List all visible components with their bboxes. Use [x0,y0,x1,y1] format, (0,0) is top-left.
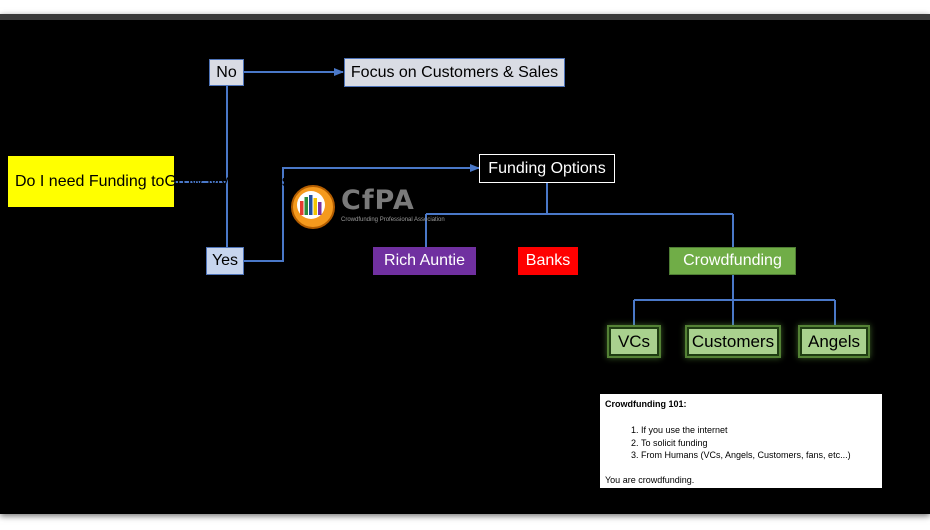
node-customers: Customers [687,327,779,356]
node-banks: Banks [518,247,578,275]
node-funding-question: Do I need Funding to Grow My Business? [8,156,307,207]
node-funding-options: Funding Options [479,154,615,183]
info-list: If you use the internet To solicit fundi… [605,424,877,462]
logo-bar [318,202,322,215]
slide-canvas: No Focus on Customers & Sales Do I need … [0,14,930,514]
info-item: To solicit funding [641,437,877,450]
cfpa-logo-text: CfPA [341,185,415,216]
crowdfunding-101-note: Crowdfunding 101: If you use the interne… [600,394,882,488]
flowchart-connectors [173,68,836,326]
logo-bar [304,197,308,215]
node-vcs: VCs [609,327,659,356]
cfpa-logo-bars-icon [300,195,322,215]
node-crowdfunding: Crowdfunding [669,247,796,275]
info-item: If you use the internet [641,424,877,437]
question-line-1: Do I need Funding to [15,172,165,190]
question-line-2: Grow My Business? [164,172,307,190]
node-no: No [209,59,244,86]
info-item: From Humans (VCs, Angels, Customers, fan… [641,449,877,462]
node-angels: Angels [800,327,868,356]
connector-yes-to-funding-options [243,164,480,262]
cfpa-logo: CfPA Crowdfunding Professional Associati… [291,185,461,229]
info-footer: You are crowdfunding. [605,474,695,485]
logo-bar [309,195,313,215]
info-title: Crowdfunding 101: [605,399,687,409]
logo-bar [313,198,317,215]
node-focus-customers-sales: Focus on Customers & Sales [344,58,565,87]
cfpa-logo-subtitle: Crowdfunding Professional Association [341,217,445,223]
node-rich-auntie: Rich Auntie [373,247,476,275]
logo-bar [300,201,304,215]
node-yes: Yes [206,247,244,275]
